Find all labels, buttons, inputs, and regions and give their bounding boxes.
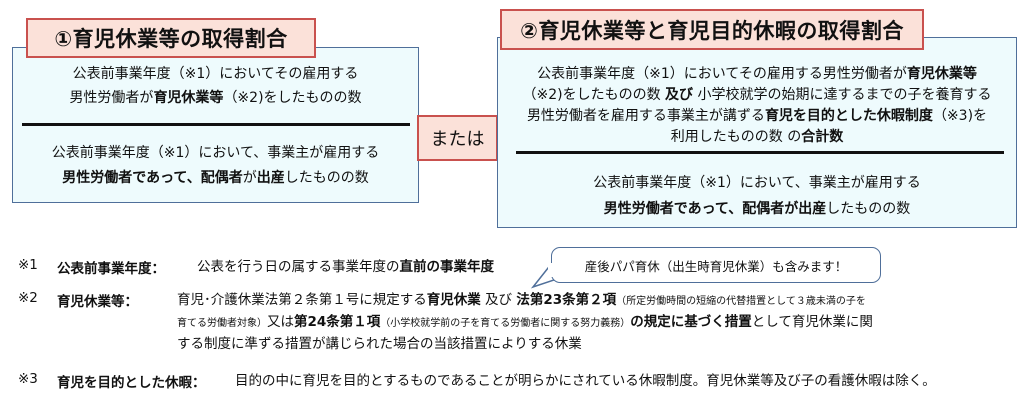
formula-box-2: 公表前事業年度（※1）においてその雇用する男性労働者が育児休業等（※2)をしたも… [497, 37, 1017, 228]
text-segment: 育児･介護休業法第２条第１号に規定する [177, 292, 427, 308]
text-segment: 男性労働者が [69, 90, 154, 106]
text-segment: 男性労働者を雇用する事業主が講ずる [526, 108, 765, 124]
text-line: 利用したものの数 の合計数 [498, 127, 1016, 148]
bold-text: の規定に基づく措置 [630, 314, 752, 330]
bold-text: 男性労働者であって、配偶者が出産 [603, 201, 827, 217]
text-segment: 育てる労働者対象） [177, 318, 267, 329]
text-segment: が [242, 170, 257, 186]
note-body: 目的の中に育児を目的とするものであることが明らかにされている休暇制度。育児休業等… [235, 371, 936, 392]
bold-text: 育児を目的とした休暇制度 [764, 108, 933, 124]
note-body: 公表を行う日の属する事業年度の直前の事業年度 [197, 257, 494, 278]
text-segment: 小学校就学の始期に達するまでの子を養育する [693, 87, 992, 103]
box2-title: ②育児休業等と育児目的休暇の取得割合 [500, 9, 924, 50]
formula-box-1: 公表前事業年度（※1）においてその雇用する男性労働者が育児休業等（※2)をしたも… [12, 47, 419, 203]
text-segment: 公表を行う日の属する事業年度の [197, 259, 400, 275]
note-term: 公表前事業年度： [57, 261, 165, 277]
text-segment: 及び [480, 292, 517, 308]
bold-text: 育児休業等 [153, 90, 224, 106]
text-line: 公表を行う日の属する事業年度の直前の事業年度 [197, 257, 494, 278]
bold-text: 合計数 [801, 129, 844, 145]
text-segment: として育児休業に関 [751, 314, 873, 330]
text-line: 男性労働者を雇用する事業主が講ずる育児を目的とした休暇制度（※3)を [498, 106, 1016, 127]
box2-denominator: 公表前事業年度（※1）において、事業主が雇用する男性労働者であって、配偶者が出産… [498, 170, 1016, 222]
callout-bubble: 産後パパ育休（出生時育児休業）も含みます！ [551, 247, 881, 283]
text-segment: 目的の中に育児を目的とするものであることが明らかにされている休暇制度。育児休業等… [235, 373, 936, 389]
fraction-bar [516, 151, 1004, 154]
text-segment: する制度に準ずる措置が講じられた場合の当該措置によりする休業 [177, 336, 582, 352]
bold-text: 出産 [256, 170, 285, 186]
note-term: 育児休業等： [57, 294, 138, 310]
text-line: 育児･介護休業法第２条第１号に規定する育児休業 及び 法第23条第２項（所定労働… [177, 290, 873, 312]
text-segment: （所定労働時間の短縮の代替措置として３歳未満の子を [616, 296, 866, 307]
note-mark: ※1 [18, 257, 38, 273]
text-segment: したものの数 [284, 170, 369, 186]
text-line: 男性労働者であって、配偶者が出産したものの数 [498, 196, 1016, 222]
or-label: または [417, 115, 498, 161]
box2-numerator: 公表前事業年度（※1）においてその雇用する男性労働者が育児休業等（※2)をしたも… [498, 64, 1016, 148]
text-segment: 利用したものの数 の [670, 129, 802, 145]
text-line: 公表前事業年度（※1）において、事業主が雇用する [498, 170, 1016, 196]
text-segment: 公表前事業年度（※1）においてその雇用する [72, 66, 359, 82]
text-line: （※2)をしたものの数 及び 小学校就学の始期に達するまでの子を養育する [498, 85, 1016, 106]
text-segment: （※2)をしたものの数 [223, 90, 362, 106]
box1-title: ①育児休業等の取得割合 [26, 18, 316, 58]
bold-text: 男性労働者であって、配偶者 [62, 170, 243, 186]
text-line: 公表前事業年度（※1）において、事業主が雇用する [13, 141, 418, 166]
text-line: 公表前事業年度（※1）においてその雇用する男性労働者が育児休業等 [498, 64, 1016, 85]
text-line: 男性労働者が育児休業等（※2)をしたものの数 [13, 86, 418, 110]
bold-text: 及び [665, 87, 694, 103]
note-body: 育児･介護休業法第２条第１号に規定する育児休業 及び 法第23条第２項（所定労働… [177, 290, 873, 355]
text-segment: 公表前事業年度（※1）においてその雇用する男性労働者が [537, 66, 907, 82]
fraction-bar [22, 123, 410, 126]
bold-text: 育児休業等 [906, 66, 977, 82]
text-line: 公表前事業年度（※1）においてその雇用する [13, 62, 418, 86]
note-mark: ※3 [18, 371, 38, 387]
text-line: 目的の中に育児を目的とするものであることが明らかにされている休暇制度。育児休業等… [235, 371, 936, 392]
bold-text: 第24条第１項 [294, 314, 381, 330]
text-segment: 又は [267, 314, 294, 330]
text-line: する制度に準ずる措置が講じられた場合の当該措置によりする休業 [177, 334, 873, 355]
box1-denominator: 公表前事業年度（※1）において、事業主が雇用する男性労働者であって、配偶者が出産… [13, 141, 418, 191]
bold-text: 直前の事業年度 [399, 259, 495, 275]
text-line: 男性労働者であって、配偶者が出産したものの数 [13, 166, 418, 191]
text-segment: したものの数 [826, 201, 911, 217]
text-segment: 公表前事業年度（※1）において、事業主が雇用する [593, 175, 921, 191]
text-segment: （※2)をしたものの数 [522, 87, 666, 103]
text-segment: 公表前事業年度（※1）において、事業主が雇用する [51, 145, 380, 161]
text-segment: （小学校就学前の子を育てる労働者に関する努力義務） [380, 318, 631, 329]
box1-numerator: 公表前事業年度（※1）においてその雇用する男性労働者が育児休業等（※2)をしたも… [13, 62, 418, 110]
bold-text: 法第23条第２項 [516, 292, 617, 308]
text-line: 育てる労働者対象）又は第24条第１項（小学校就学前の子を育てる労働者に関する努力… [177, 312, 873, 334]
bold-text: 育児休業 [426, 292, 481, 308]
text-segment: （※3)を [932, 108, 988, 124]
note-mark: ※2 [18, 290, 38, 306]
note-term: 育児を目的とした休暇： [57, 375, 206, 391]
